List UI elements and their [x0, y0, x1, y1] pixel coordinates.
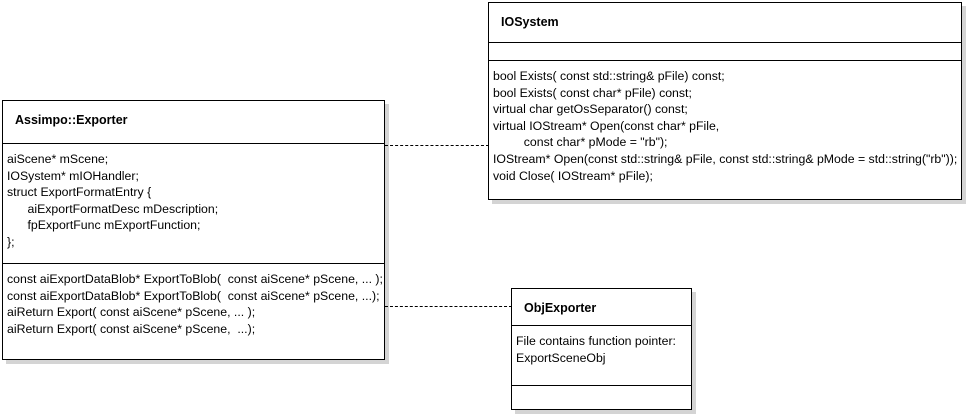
- attribute-line: };: [7, 234, 15, 249]
- attribute-line: File contains function pointer:: [516, 334, 676, 348]
- method-line: aiReturn Export( const aiScene* pScene, …: [7, 305, 256, 320]
- attribute-line: IOSystem* mIOHandler;: [7, 168, 139, 183]
- method-line: bool Exists( const std::string& pFile) c…: [493, 69, 725, 83]
- uml-class-exporter-title: Assimpo::Exporter: [3, 101, 384, 144]
- method-line: const char* pMode = "rb");: [493, 135, 668, 150]
- method-line: const aiExportDataBlob* ExportToBlob( co…: [7, 272, 383, 286]
- method-line: bool Exists( const char* pFile) const;: [493, 85, 692, 100]
- method-line: const aiExportDataBlob* ExportToBlob( co…: [7, 288, 380, 303]
- connector-exporter-to-objexporter[interactable]: [385, 306, 512, 307]
- uml-class-iosystem[interactable]: IOSystem bool Exists( const std::string&…: [488, 2, 962, 200]
- uml-class-objexporter[interactable]: ObjExporter File contains function point…: [511, 288, 692, 410]
- uml-class-objexporter-methods: [512, 386, 691, 409]
- method-line: IOStream* Open(const std::string& pFile,…: [493, 151, 958, 166]
- method-line: aiReturn Export( const aiScene* pScene, …: [7, 321, 256, 336]
- attribute-line: struct ExportFormatEntry {: [7, 185, 152, 200]
- uml-class-exporter-attributes: aiScene* mScene; IOSystem* mIOHandler; s…: [3, 144, 384, 264]
- uml-class-objexporter-attributes: File contains function pointer: ExportSc…: [512, 326, 691, 386]
- uml-class-exporter-methods: const aiExportDataBlob* ExportToBlob( co…: [3, 264, 384, 359]
- attribute-line: ExportSceneObj: [516, 350, 606, 365]
- attribute-line: aiScene* mScene;: [7, 152, 109, 166]
- attribute-line: fpExportFunc mExportFunction;: [7, 218, 201, 233]
- uml-class-iosystem-attributes: [489, 43, 961, 61]
- connector-exporter-to-iosystem[interactable]: [385, 145, 489, 146]
- uml-class-objexporter-title: ObjExporter: [512, 289, 691, 326]
- method-line: virtual IOStream* Open(const char* pFile…: [493, 118, 720, 133]
- attribute-line: aiExportFormatDesc mDescription;: [7, 201, 219, 216]
- method-line: void Close( IOStream* pFile);: [493, 168, 653, 183]
- uml-class-iosystem-title: IOSystem: [489, 3, 961, 43]
- uml-class-iosystem-methods: bool Exists( const std::string& pFile) c…: [489, 61, 961, 199]
- method-line: virtual char getOsSeparator() const;: [493, 102, 688, 117]
- uml-class-exporter[interactable]: Assimpo::Exporter aiScene* mScene; IOSys…: [2, 100, 385, 360]
